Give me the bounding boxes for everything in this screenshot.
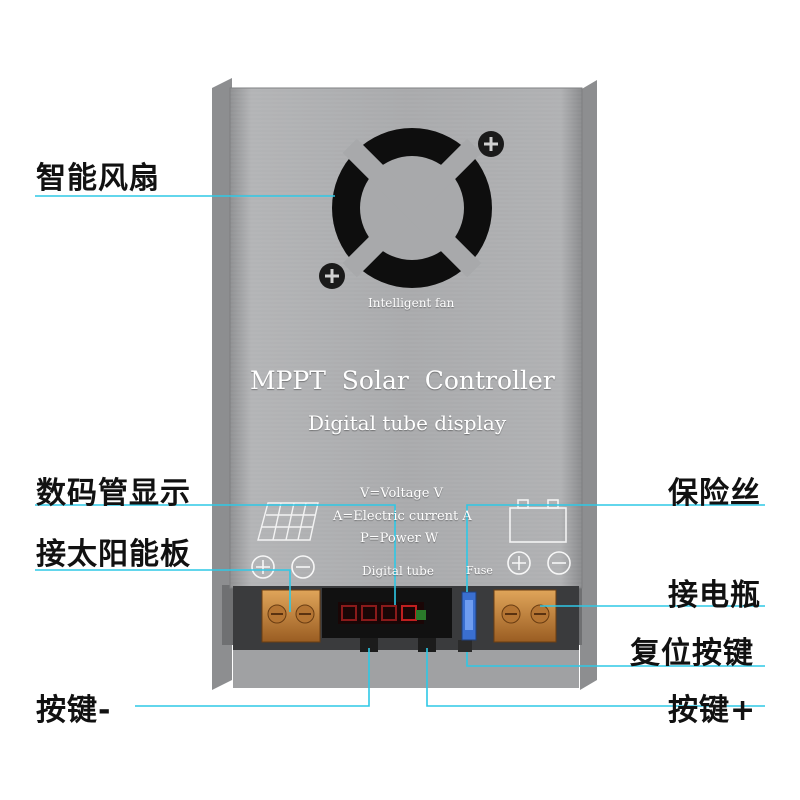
battery-terminal-block bbox=[493, 589, 557, 643]
fuse-icon bbox=[461, 591, 477, 641]
button-plus[interactable] bbox=[418, 638, 436, 652]
leader-lines bbox=[35, 195, 765, 707]
fan-caption: Intelligent fan bbox=[368, 296, 455, 310]
reset-button[interactable] bbox=[458, 640, 472, 652]
digital-tube-label: Digital tube bbox=[362, 564, 434, 578]
digital-tube-display bbox=[322, 588, 452, 638]
callout-solar: 接太阳能板 bbox=[36, 537, 191, 572]
callout-battery: 接电瓶 bbox=[668, 578, 761, 613]
panel-title: MPPT Solar Controller bbox=[250, 366, 555, 395]
callout-reset: 复位按键 bbox=[630, 636, 754, 671]
panel-subtitle: Digital tube display bbox=[308, 411, 507, 435]
solar-terminal-block bbox=[261, 589, 321, 643]
plus-icon bbox=[507, 551, 531, 575]
battery-icon bbox=[509, 499, 567, 543]
fuse-label: Fuse bbox=[466, 564, 493, 577]
screw-icon bbox=[319, 263, 345, 289]
callout-fuse: 保险丝 bbox=[668, 476, 761, 511]
right-flange bbox=[580, 80, 597, 690]
button-minus[interactable] bbox=[360, 638, 378, 652]
minus-icon bbox=[291, 555, 315, 579]
legend-power: P=Power W bbox=[360, 531, 439, 546]
legend-current: A=Electric current A bbox=[333, 509, 472, 524]
fan-icon bbox=[332, 128, 492, 288]
screw-icon bbox=[478, 131, 504, 157]
legend-voltage: V=Voltage V bbox=[360, 486, 443, 501]
callout-button-plus: 按键+ bbox=[668, 693, 757, 728]
callout-button-minus: 按键- bbox=[36, 693, 112, 728]
plus-icon bbox=[251, 555, 275, 579]
left-flange bbox=[212, 78, 232, 690]
solar-panel-icon bbox=[257, 502, 319, 541]
callout-display: 数码管显示 bbox=[36, 476, 191, 511]
callout-fan: 智能风扇 bbox=[36, 161, 160, 196]
minus-icon bbox=[547, 551, 571, 575]
